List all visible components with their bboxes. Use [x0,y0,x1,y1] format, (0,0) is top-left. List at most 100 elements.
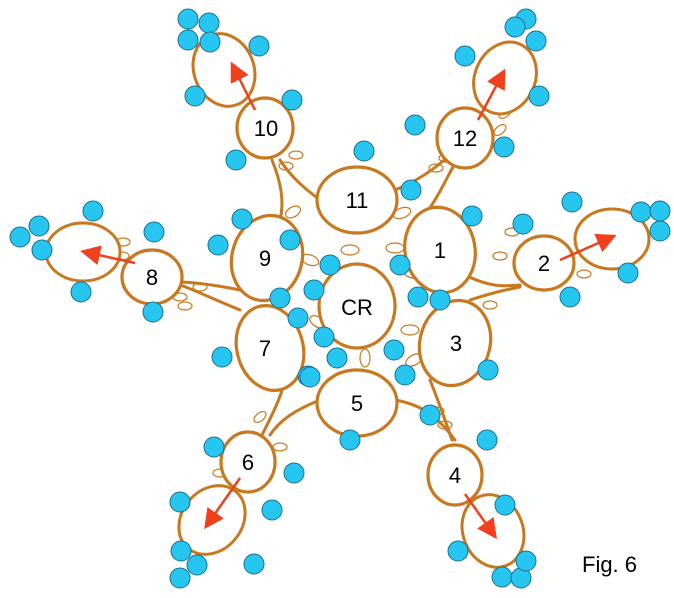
tube-3-2 [468,285,522,302]
satellite-dot [281,89,303,111]
labels: CR 1 2 3 4 5 6 7 8 9 10 11 12 [146,116,550,488]
satellite-dot [515,550,537,572]
label-12: 12 [453,126,477,151]
satellite-dot [82,200,104,222]
satellite-dot [207,234,229,256]
label-2: 2 [538,251,550,276]
satellite-dot [169,491,191,513]
satellite-dot [177,8,199,30]
label-4: 4 [449,463,461,488]
label-7: 7 [259,336,271,361]
label-10: 10 [254,116,278,141]
satellite-dot [454,45,476,67]
satellite-dot [231,208,253,230]
label-5: 5 [351,391,363,416]
label-9: 9 [259,246,271,271]
label-8: 8 [146,265,158,290]
satellite-dot [494,494,516,516]
satellite-dot [400,179,422,201]
satellite-dot [561,191,583,213]
arrow-12 [476,68,506,121]
satellite-dot [476,429,498,451]
arrows [80,61,617,540]
satellite-dot [525,30,547,52]
tube-1-2 [463,273,522,288]
satellite-dot [394,364,416,386]
cell-4 [426,443,484,507]
satellite-dot [169,567,191,589]
cell-10 [235,96,295,160]
label-11: 11 [346,188,369,213]
label-1: 1 [434,238,446,263]
tube-11-10 [278,158,322,202]
satellite-dot [512,213,534,235]
cell-12 [435,106,495,170]
satellite-dot [559,286,581,308]
satellite-dot [177,29,199,51]
satellite-dot [248,35,270,57]
cell-6 [219,430,277,494]
satellite-dot [649,220,671,242]
satellite-dot [477,359,499,381]
satellite-dot [31,239,53,261]
cell-2 [512,234,576,292]
satellite-dot [319,254,341,276]
cell-7 [234,303,306,393]
satellite-dot [184,85,206,107]
satellite-dot [225,149,247,171]
satellite-dot [313,326,335,348]
satellite-dot [353,140,375,162]
satellite-dot [649,200,671,222]
tube-9-8 [180,280,242,292]
satellite-dot [528,85,550,107]
label-6: 6 [242,450,254,475]
satellite-dot [630,201,652,223]
satellite-dot [383,339,405,361]
arrow-8 [80,245,136,265]
tube-9-10 [270,158,284,222]
satellite-dot [617,262,639,284]
tube-5-6 [268,398,322,437]
cell-11 [315,165,399,235]
satellites [9,8,671,589]
satellite-dot [326,347,348,369]
satellite-dot [186,554,208,576]
satellite-dot [261,499,283,521]
satellite-dot [339,429,361,451]
satellite-dot [9,226,31,248]
satellite-dot [269,287,291,309]
arrow-10 [230,61,257,111]
satellite-dot [199,31,221,53]
satellite-dot [142,301,164,323]
figure-caption: Fig. 6 [582,552,637,577]
label-3: 3 [450,331,462,356]
satellite-dot [493,136,515,158]
tube-7-8 [178,283,242,312]
arrow-6 [204,477,242,530]
satellite-dot [491,566,513,588]
cell-3 [417,298,493,388]
satellite-dot [143,221,165,243]
satellite-dot [287,307,309,329]
satellite-dot [203,436,225,458]
satellite-dot [447,540,469,562]
arrow-2 [559,233,617,262]
satellite-dot [404,114,426,136]
satellite-dot [429,289,451,311]
satellite-dot [299,366,321,388]
satellite-dot [211,346,233,368]
bulb-8-outer [44,221,122,283]
satellite-dot [389,254,411,276]
satellite-dot [70,281,92,303]
cell-cr [317,262,397,350]
arrow-4 [463,493,497,540]
satellite-dot [28,215,50,237]
satellite-dot [419,404,441,426]
satellite-dot [279,229,301,251]
satellite-dot [461,205,483,227]
satellite-dot [170,540,192,562]
satellite-dot [504,16,526,38]
satellite-dot [198,12,220,34]
satellite-dot [283,462,305,484]
